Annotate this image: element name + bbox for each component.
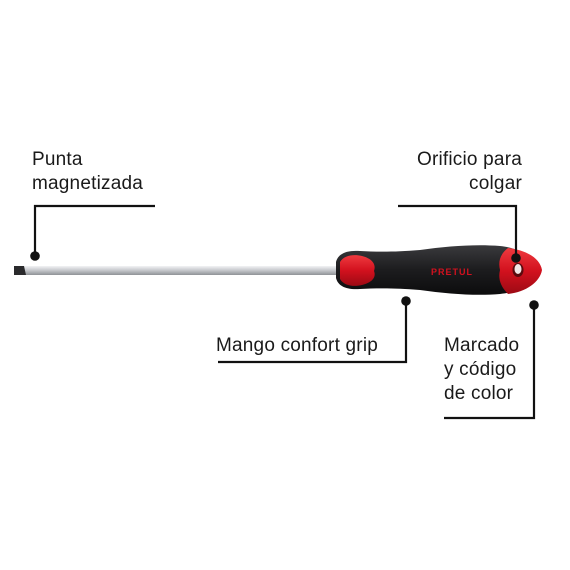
red-grip-front <box>340 255 375 286</box>
callout-orificio-para-colgar: Orificio para colgar <box>417 148 522 196</box>
callout-punta-magnetizada: Punta magnetizada <box>32 148 143 196</box>
dot-punta <box>30 251 40 261</box>
screwdriver-handle: PRETUL <box>336 245 542 295</box>
callout-text: colgar <box>469 173 522 194</box>
callout-mango-confort-grip: Mango confort grip <box>216 334 378 358</box>
leader-lines <box>33 204 536 420</box>
callout-text: Orificio para <box>416 149 522 170</box>
callout-text: magnetizada <box>32 173 143 194</box>
callout-marcado-codigo-color: Marcado y código de color <box>444 334 519 406</box>
leader-marcado <box>444 307 536 420</box>
brand-text: PRETUL <box>431 267 473 277</box>
callout-text: Punta <box>32 149 83 170</box>
leader-punta <box>33 204 155 254</box>
callout-text: Marcado <box>444 335 520 356</box>
dot-orificio <box>511 253 521 263</box>
callout-text: y código <box>444 359 517 380</box>
flat-tip <box>14 266 26 275</box>
leader-dots <box>30 251 539 310</box>
callout-text: de color <box>444 383 514 404</box>
screwdriver-shaft <box>14 266 342 275</box>
leader-orificio <box>398 204 518 257</box>
callout-text: Mango confort grip <box>216 335 379 356</box>
dot-mango <box>401 296 411 306</box>
dot-marcado <box>529 300 539 310</box>
leader-mango <box>218 303 408 364</box>
